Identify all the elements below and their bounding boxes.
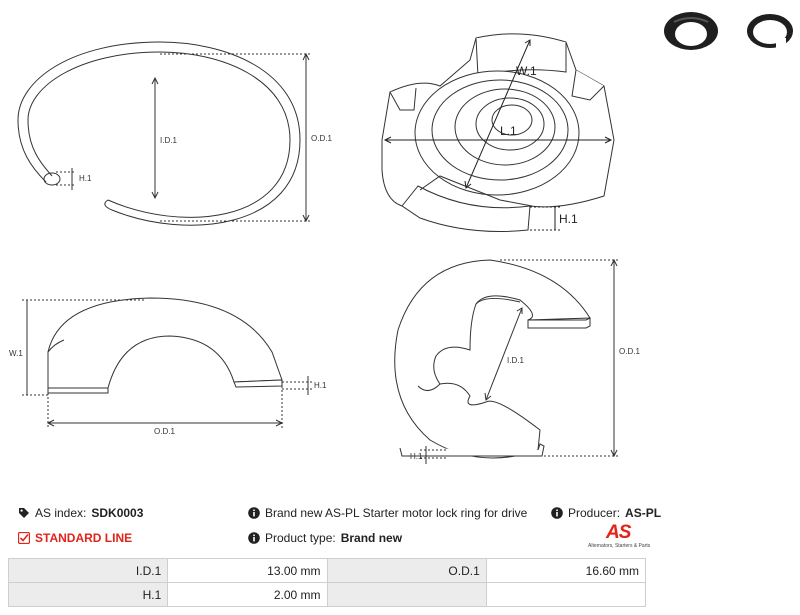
lock-3d-l-label: L.1	[500, 124, 517, 138]
technical-drawings: I.D.1 O.D.1 H.1 W.1 L.1 H.1	[9, 12, 793, 464]
as-pl-logo: AS Alternators, Starters & Parts	[588, 522, 650, 552]
lock-3d-w-label: W.1	[516, 64, 537, 78]
wire-ring-h-label: H.1	[79, 174, 92, 183]
wire-ring-id-label: I.D.1	[160, 136, 177, 145]
arc-side-w-label: W.1	[9, 349, 23, 358]
logo-mark: AS	[606, 522, 631, 543]
arc-side-od-label: O.D.1	[154, 427, 175, 436]
as-index-value: SDK0003	[91, 506, 144, 520]
param-value: 13.00 mm	[167, 558, 328, 583]
product-type-row: Product type: Brand new	[248, 531, 402, 545]
param-value	[485, 582, 647, 607]
arc-side-dimensions	[22, 299, 312, 428]
lock-3d-h-label: H.1	[559, 212, 578, 226]
checkbox-checked-icon	[18, 532, 30, 544]
info-icon	[551, 507, 563, 519]
info-icon	[248, 507, 260, 519]
drawing-lock-3d	[381, 33, 615, 232]
photo-lock-ring-thick	[664, 12, 718, 50]
param-key: I.D.1	[7, 558, 169, 583]
tags-icon	[19, 508, 29, 518]
description-row: Brand new AS-PL Starter motor lock ring …	[248, 506, 527, 520]
drawing-e-clip	[394, 259, 591, 459]
product-type-value: Brand new	[340, 531, 403, 545]
lock-3d-dimensions	[383, 39, 613, 231]
drawing-wire-ring	[17, 41, 312, 226]
drawing-arc-side	[47, 297, 283, 394]
param-value: 2.00 mm	[167, 582, 328, 607]
param-key	[326, 582, 487, 607]
e-clip-od-label: O.D.1	[619, 347, 640, 356]
producer-row: Producer: AS-PL	[551, 506, 661, 520]
param-key: O.D.1	[326, 558, 487, 583]
photo-lock-ring-open	[747, 14, 793, 50]
standard-line-row: STANDARD LINE	[18, 531, 132, 545]
arc-side-h-label: H.1	[314, 381, 327, 390]
logo-tagline: Alternators, Starters & Parts	[588, 543, 651, 549]
as-index-label: AS index:	[35, 506, 87, 520]
producer-value: AS-PL	[625, 506, 662, 520]
producer-label: Producer:	[568, 506, 621, 520]
e-clip-dimensions	[420, 258, 620, 464]
info-icon	[248, 532, 260, 544]
table-row: H.1 2.00 mm	[7, 582, 647, 607]
standard-line-label: STANDARD LINE	[35, 531, 133, 545]
as-index-row: AS index: SDK0003	[18, 506, 143, 520]
e-clip-id-label: I.D.1	[507, 356, 524, 365]
parameters-table: I.D.1 13.00 mm O.D.1 16.60 mm H.1 2.00 m…	[7, 558, 647, 607]
param-key: H.1	[7, 582, 169, 607]
param-value: 16.60 mm	[485, 558, 647, 583]
description-text: Brand new AS-PL Starter motor lock ring …	[265, 506, 528, 520]
table-row: I.D.1 13.00 mm O.D.1 16.60 mm	[7, 558, 647, 583]
product-type-label: Product type:	[265, 531, 336, 545]
product-info: AS index: SDK0003 STANDARD LINE Brand ne…	[0, 503, 800, 551]
wire-ring-od-label: O.D.1	[311, 134, 332, 143]
e-clip-h-label: H.1	[410, 452, 423, 461]
